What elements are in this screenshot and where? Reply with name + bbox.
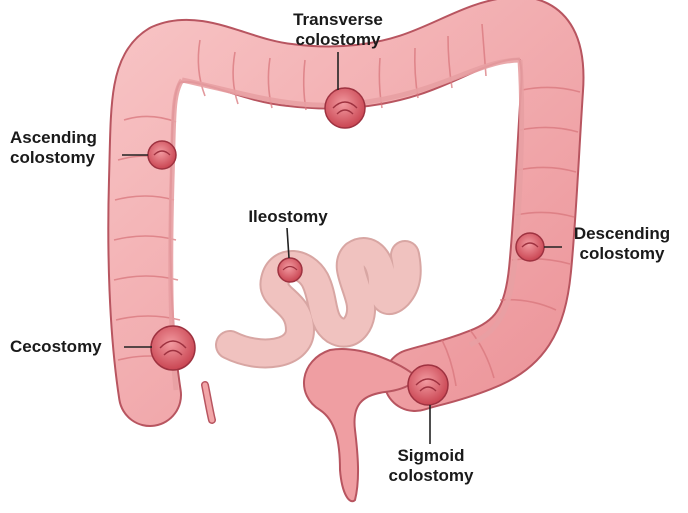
label-transverse-line1: Transverse xyxy=(276,10,400,30)
label-cecostomy-line1: Cecostomy xyxy=(10,337,124,357)
stoma-sigmoid xyxy=(408,365,448,405)
label-transverse-colostomy: Transverse colostomy xyxy=(276,10,400,50)
label-ascending-colostomy: Ascending colostomy xyxy=(10,128,122,168)
stoma-ascending xyxy=(148,141,176,169)
stoma-cecostomy xyxy=(151,326,195,370)
label-transverse-line2: colostomy xyxy=(276,30,400,50)
label-cecostomy: Cecostomy xyxy=(10,337,124,357)
stoma-ileostomy xyxy=(278,258,302,282)
stoma-descending xyxy=(516,233,544,261)
label-ascending-line2: colostomy xyxy=(10,148,122,168)
stoma-transverse xyxy=(325,88,365,128)
label-ascending-line1: Ascending xyxy=(10,128,122,148)
label-sigmoid-line2: colostomy xyxy=(376,466,486,486)
label-descending-colostomy: Descending colostomy xyxy=(562,224,682,264)
label-descending-line1: Descending xyxy=(562,224,682,244)
label-ileostomy: Ileostomy xyxy=(236,207,340,227)
label-sigmoid-colostomy: Sigmoid colostomy xyxy=(376,446,486,486)
label-descending-line2: colostomy xyxy=(562,244,682,264)
label-sigmoid-line1: Sigmoid xyxy=(376,446,486,466)
label-ileostomy-line1: Ileostomy xyxy=(236,207,340,227)
